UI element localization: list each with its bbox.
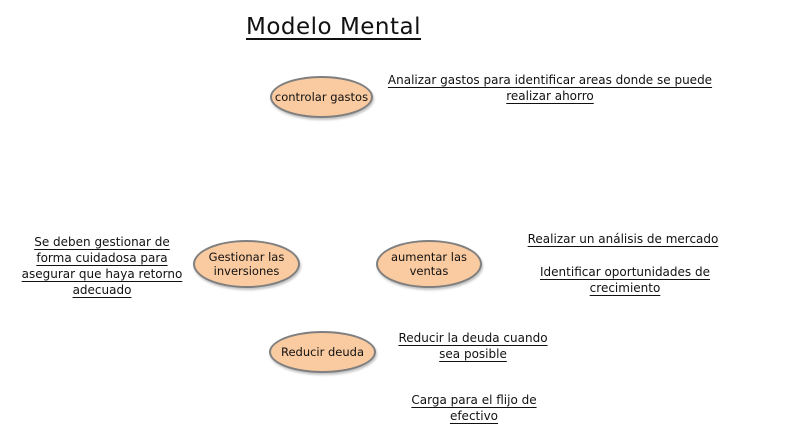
note-gestionar-cuidadosa[interactable]: Se deben gestionar de forma cuidadosa pa…	[21, 235, 183, 297]
page-title: Modelo Mental	[246, 14, 422, 40]
node-aumentar-ventas[interactable]: aumentar las ventas	[376, 240, 482, 288]
node-controlar-gastos[interactable]: controlar gastos	[270, 76, 373, 118]
note-reducir-cuando-posible[interactable]: Reducir la deuda cuando sea posible	[398, 331, 548, 361]
node-reducir-deuda[interactable]: Reducir deuda	[269, 331, 376, 373]
note-carga-flujo-efectivo[interactable]: Carga para el flijo de efectivo	[411, 393, 537, 423]
note-analisis-mercado[interactable]: Realizar un análisis de mercado	[527, 232, 719, 246]
note-oportunidades-crecimiento[interactable]: Identificar oportunidades de crecimiento	[540, 265, 710, 295]
note-analizar-gastos[interactable]: Analizar gastos para identificar areas d…	[387, 73, 713, 103]
node-gestionar-inversiones[interactable]: Gestionar las inversiones	[193, 240, 300, 288]
